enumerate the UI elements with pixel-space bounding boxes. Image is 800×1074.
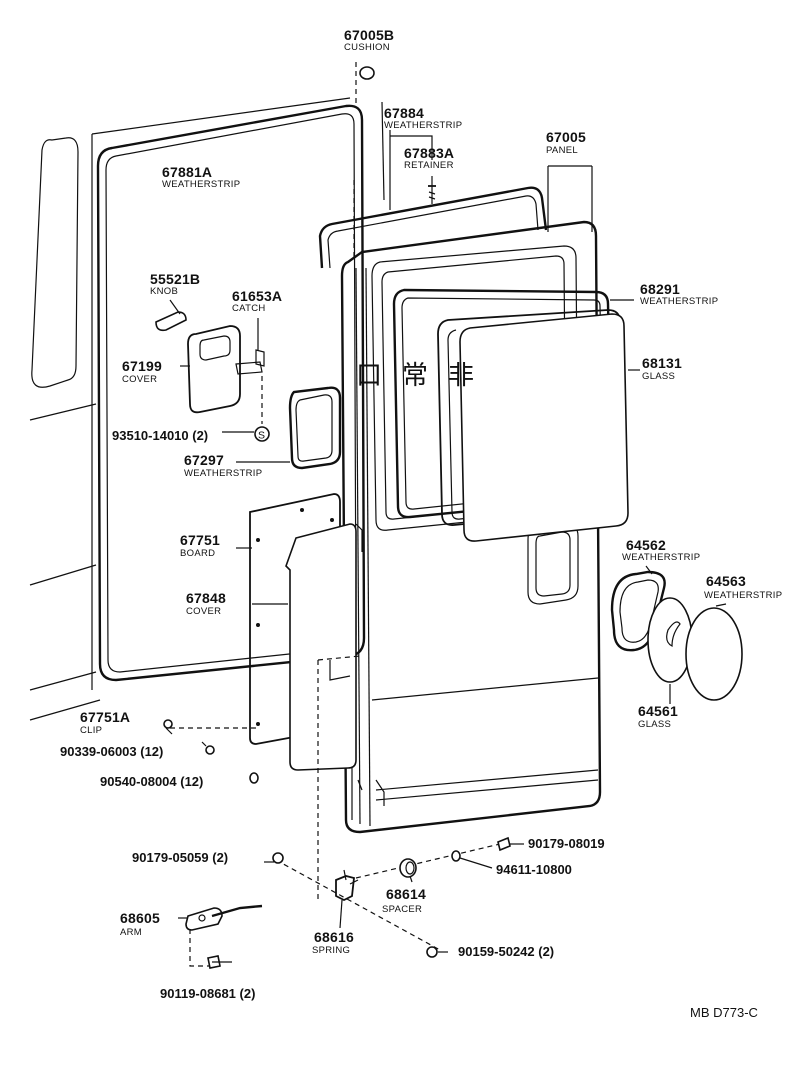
label-number-67005b: 67005B [344, 27, 394, 43]
label-number-90159: 90159-50242 (2) [458, 944, 554, 959]
label-number-90179-08019: 90179-08019 [528, 836, 605, 851]
label-number-90179-05059: 90179-05059 (2) [132, 850, 228, 865]
emergency-exit-marking: 非常口 [356, 360, 494, 390]
label-name-68616: SPRING [312, 945, 350, 956]
label-number-67297: 67297 [184, 452, 224, 468]
catch-assembly: S [155, 299, 270, 442]
label-number-64562: 64562 [626, 537, 666, 553]
label-name-64563: WEATHERSTRIP [704, 590, 782, 601]
label-number-64561: 64561 [638, 703, 678, 719]
label-name-67883a: RETAINER [404, 160, 454, 171]
label-name-67751a: CLIP [80, 725, 102, 736]
screw-symbol: S [258, 430, 265, 442]
label-number-90339: 90339-06003 (12) [60, 744, 163, 759]
label-name-67297: WEATHERSTRIP [184, 468, 262, 479]
glass-68131: 非常口 [356, 309, 640, 542]
small-window-weatherstrip-67297 [288, 386, 342, 470]
label-number-67883a: 67883A [404, 145, 454, 161]
label-number-68614: 68614 [386, 886, 426, 902]
label-name-68614: SPACER [382, 904, 422, 915]
label-name-67199: COVER [122, 374, 157, 385]
label-number-61653a: 61653A [232, 288, 282, 304]
label-number-68131: 68131 [642, 355, 682, 371]
label-number-67881a: 67881A [162, 164, 212, 180]
label-number-94611: 94611-10800 [496, 862, 572, 877]
top-weatherstrip-67884 [318, 130, 548, 269]
vehicle-body-outline [29, 97, 385, 721]
label-number-68291: 68291 [640, 281, 680, 297]
diagram-code: MB D773-C [690, 1005, 758, 1020]
label-name-61653a: CATCH [232, 303, 266, 314]
label-number-67199: 67199 [122, 358, 162, 374]
label-name-67884: WEATHERSTRIP [384, 120, 462, 131]
label-number-90119: 90119-08681 (2) [160, 986, 255, 1001]
part-labels: 67005B CUSHION 67884 WEATHERSTRIP 67883A… [60, 27, 782, 1020]
label-name-68131: GLASS [642, 371, 675, 382]
cushion-67005b [355, 62, 375, 108]
label-name-67881a: WEATHERSTRIP [162, 179, 240, 190]
label-number-67751: 67751 [180, 532, 220, 548]
retainer-screw-67883a [428, 176, 436, 204]
label-number-68605: 68605 [120, 910, 160, 926]
label-name-67005b: CUSHION [344, 42, 390, 53]
label-name-67848: COVER [186, 606, 221, 617]
label-number-90540: 90540-08004 (12) [100, 774, 203, 789]
label-leaders [178, 365, 524, 963]
label-number-67005: 67005 [546, 129, 586, 145]
label-name-67751: BOARD [180, 548, 215, 559]
side-window-assembly [610, 565, 743, 704]
label-number-55521b: 55521B [150, 271, 200, 287]
label-name-68291: WEATHERSTRIP [640, 296, 718, 307]
label-name-64562: WEATHERSTRIP [622, 552, 700, 563]
label-number-64563: 64563 [706, 573, 746, 589]
label-name-55521b: KNOB [150, 286, 178, 297]
label-number-67751a: 67751A [80, 709, 130, 725]
label-number-93510: 93510-14010 (2) [112, 428, 208, 443]
label-number-67884: 67884 [384, 105, 424, 121]
lower-mechanism [185, 836, 511, 969]
leader-lines [170, 180, 501, 967]
cover-67848 [252, 523, 357, 771]
label-number-67848: 67848 [186, 590, 226, 606]
label-name-64561: GLASS [638, 719, 671, 730]
label-name-68605: ARM [120, 927, 142, 938]
label-name-67005: PANEL [546, 145, 578, 156]
label-number-68616: 68616 [314, 929, 354, 945]
clip-fasteners [163, 719, 259, 784]
